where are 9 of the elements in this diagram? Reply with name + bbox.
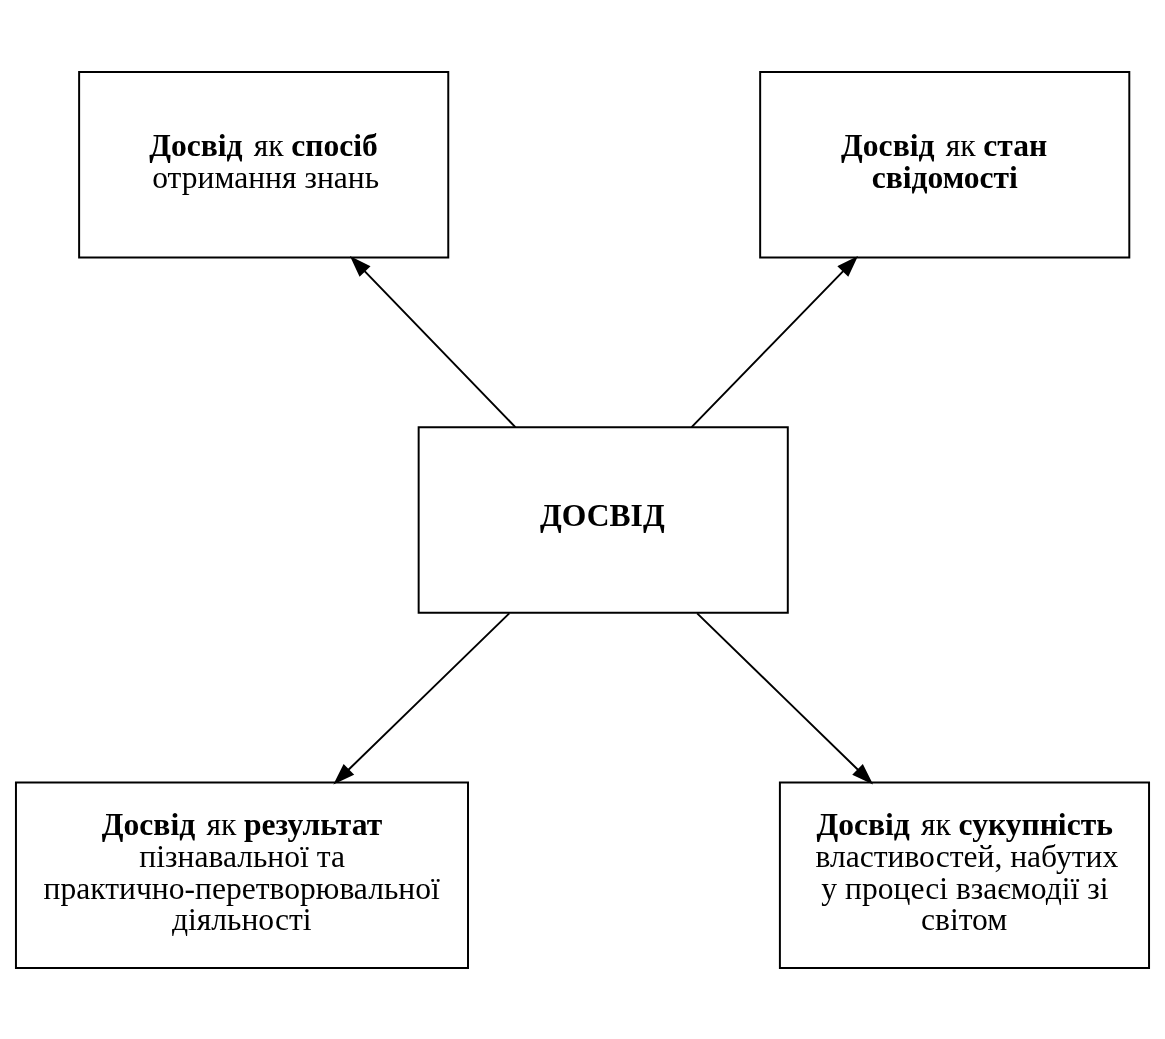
node-box: Досвід як стан свідомості: [759, 70, 1131, 258]
node-box: Досвід як спосіб отримання знань: [78, 70, 450, 258]
arrow: [690, 255, 858, 428]
arrow: [333, 611, 511, 784]
arrow: [349, 255, 517, 428]
node-box: Досвід як сукупність властивостей, набутих у процесі взаємодії зі світом: [778, 781, 1151, 969]
arrow: [696, 611, 874, 784]
node-box: Досвід як результат пізнавальної та практично-перетворювальної діяльності: [14, 781, 469, 969]
node-box: ДОСВІД: [417, 425, 789, 614]
